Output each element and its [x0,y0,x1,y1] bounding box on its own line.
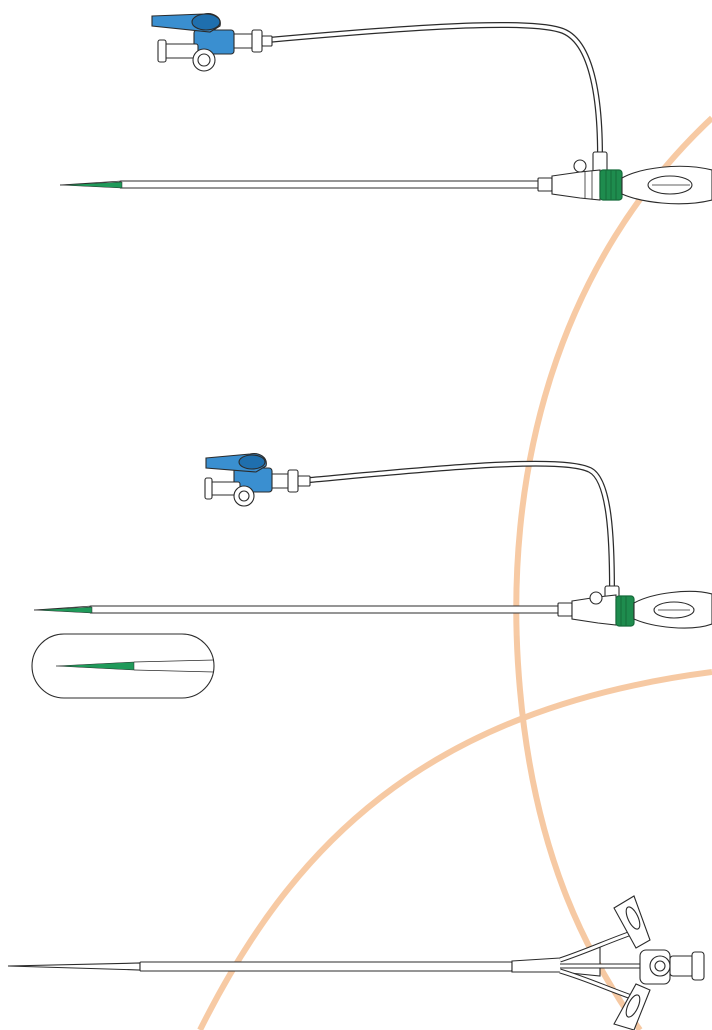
shaft-joint-2 [557,602,573,617]
luer-connector-1 [231,33,255,49]
side-port-tubing-2 [309,460,615,591]
wing-hole-lower [625,994,641,1018]
shaft-joint-1 [537,177,553,192]
stopcock-knob-1 [191,13,221,31]
tapered-green-tip-1 [59,181,123,189]
tip-outline-2 [33,605,93,611]
catheter-tip [7,962,141,971]
background-arc-lower [197,669,712,1030]
connector-clip-1 [251,29,263,53]
luer-connector-hub [669,955,695,977]
dilator-shaft-2 [89,605,561,614]
luer-cap-hub [691,951,705,981]
inset-tip-green [55,661,135,671]
valve-port-ring-1 [573,159,587,173]
side-luer-1 [163,43,199,59]
stopcock-knob-2 [238,454,266,470]
hub-port-inner [654,960,666,972]
multi-lumen-catheter [7,895,705,1030]
connector-clip-2 [287,469,299,493]
blue-stopcock-2 [204,453,273,507]
side-port-tubing-2-inner [309,461,614,591]
connector-neck-2 [297,475,311,487]
side-port-tubing-1-inner [267,23,602,156]
winged-hub [613,895,705,1030]
inset-shaft [133,659,215,673]
introducer-sheath-1 [59,13,712,205]
connector-neck-1 [261,35,273,47]
background-arc-upper [513,115,712,1030]
wing-hole-upper [625,906,641,930]
valve-port-ring-2 [589,591,603,605]
blue-stopcock-1 [151,13,235,72]
hemostasis-valve-1 [551,169,601,201]
side-luer-cap-1 [157,39,167,63]
catheter-shaft [139,961,513,972]
tapered-green-tip-2 [33,606,93,614]
side-luer-cap-2 [204,477,213,500]
dilator-shaft-1 [119,180,541,189]
green-hub-cap-2 [615,595,635,627]
side-port-tubing-1 [267,21,603,156]
introducer-sheath-2 [31,453,712,699]
tip-outline-1 [59,180,123,186]
background-arcs [197,115,712,1030]
stopcock-port-inner-2 [238,490,250,502]
stopcock-port-inner-1 [197,53,211,67]
